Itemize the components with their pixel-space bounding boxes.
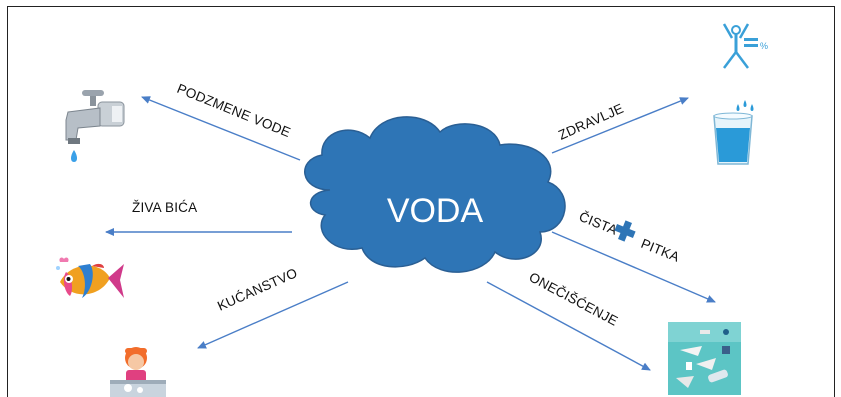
- label-kucanstvo: KUĆANSTVO: [215, 265, 299, 314]
- label-zdravlje: ZDRAVLJE: [556, 101, 626, 143]
- frame-right-border: [834, 6, 835, 397]
- cloud-shape: [304, 116, 566, 273]
- label-pitka: PITKA: [639, 236, 682, 265]
- plus-icon: [614, 220, 636, 242]
- label-oneciscenje: ONEČIŠĆENJE: [527, 269, 621, 328]
- girl-washing-icon: [110, 347, 166, 397]
- arrow-oneciscenje: [486, 281, 651, 371]
- arrow-zdravlje: [551, 97, 689, 154]
- label-podzemne-vode: PODZMENE VODE: [175, 81, 293, 140]
- water-tap-icon: [65, 90, 125, 162]
- ocean-pollution-icon: [668, 322, 741, 395]
- frame-left-border: [7, 6, 8, 397]
- glass-of-water-icon: [713, 100, 754, 165]
- arrow-podzemne-vode: [141, 96, 301, 161]
- frame-top-border: [7, 6, 835, 7]
- arrow-cista-pitka: [551, 231, 716, 303]
- label-ziva-bica: ŽIVA BIĆA: [132, 200, 197, 215]
- arrow-kucanstvo: [197, 281, 349, 349]
- center-label: VODA: [387, 192, 484, 230]
- fish-icon: [56, 257, 124, 298]
- label-cista: ČISTA: [577, 209, 619, 238]
- percent-sign: %: [760, 41, 768, 51]
- body-water-percent-icon: [722, 23, 758, 69]
